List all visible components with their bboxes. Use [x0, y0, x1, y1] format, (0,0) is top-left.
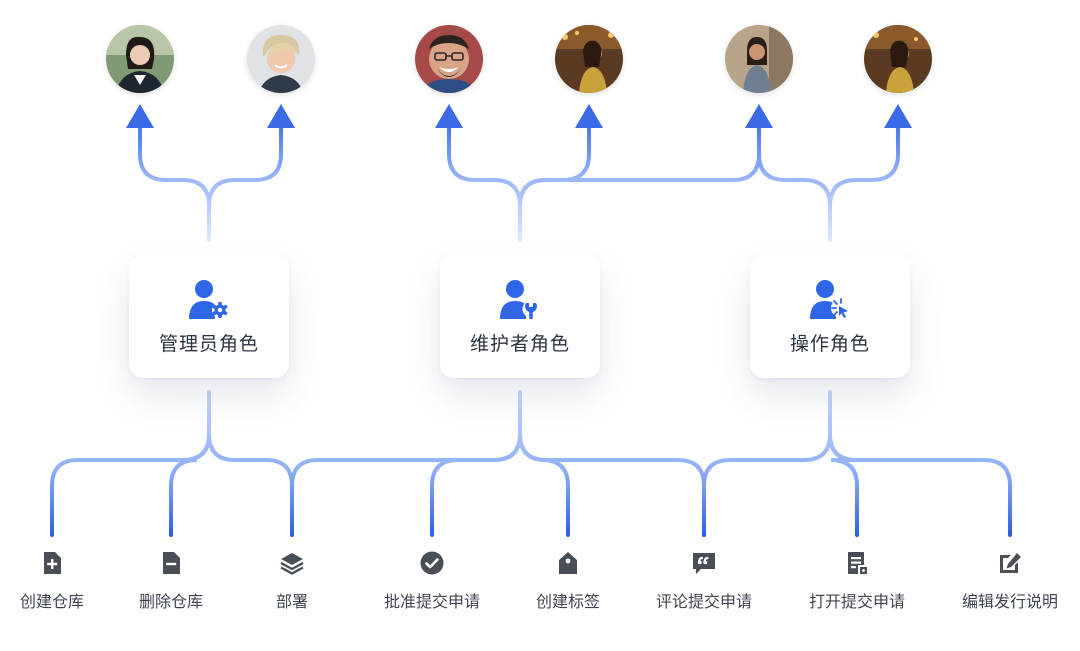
role-to-user-line — [757, 126, 832, 242]
person-photo-icon — [106, 25, 174, 93]
permission-label: 打开提交申请 — [808, 592, 905, 611]
person-photo-icon — [415, 25, 483, 93]
tag-icon — [559, 552, 577, 574]
permission-edit-release-notes: 编辑发行说明 — [950, 550, 1070, 612]
role-to-user-line — [207, 126, 283, 242]
role-label: 管理员角色 — [158, 332, 259, 355]
check-circle-icon — [420, 551, 444, 575]
permission-label: 部署 — [275, 592, 308, 611]
role-label: 维护者角色 — [469, 332, 570, 355]
arrow-up-icon — [435, 104, 463, 128]
permission-create-tag: 创建标签 — [508, 550, 628, 612]
role-to-permission-line — [828, 390, 1012, 537]
permission-deploy: 部署 — [232, 550, 352, 612]
permission-open-pr: 打开提交申请 — [797, 550, 917, 612]
role-card-maintainer: 维护者角色 — [440, 254, 600, 378]
file-minus-icon — [163, 552, 180, 574]
role-card-operator: 操作角色 — [750, 254, 910, 378]
role-label: 操作角色 — [789, 332, 870, 355]
role-to-permission-line — [430, 390, 522, 537]
file-plus-icon — [44, 552, 61, 574]
permission-label: 评论提交申请 — [655, 592, 752, 611]
document-list-icon — [848, 552, 867, 574]
edit-icon — [1000, 553, 1021, 573]
comment-quote-icon — [693, 553, 715, 574]
role-to-permission-line — [828, 390, 859, 537]
arrow-up-icon — [884, 104, 912, 128]
role-card-admin: 管理员角色 — [129, 254, 289, 378]
permission-delete-repo: 删除仓库 — [111, 550, 231, 612]
avatar — [725, 25, 793, 93]
arrow-up-icon — [575, 104, 603, 128]
role-to-user-line — [447, 126, 522, 242]
role-to-permission-line — [207, 390, 294, 537]
arrow-up-icon — [126, 104, 154, 128]
role-to-permission-line — [518, 390, 706, 537]
role-to-permission-line — [702, 390, 832, 537]
avatar — [555, 25, 623, 93]
arrow-up-icon — [267, 104, 295, 128]
avatar — [864, 25, 932, 93]
permission-comment-pr: 评论提交申请 — [644, 550, 764, 612]
avatar — [415, 25, 483, 93]
role-to-permission-line — [290, 390, 522, 537]
person-photo-icon — [864, 25, 932, 93]
arrow-up-icon — [745, 104, 773, 128]
permission-approve-pr: 批准提交申请 — [372, 550, 492, 612]
person-photo-icon — [555, 25, 623, 93]
role-to-user-line — [138, 126, 211, 242]
avatar — [247, 25, 315, 93]
user-pointer-icon — [810, 279, 849, 319]
permission-label: 删除仓库 — [138, 592, 203, 611]
permission-label: 批准提交申请 — [383, 592, 480, 611]
role-to-user-line — [518, 126, 761, 242]
permission-create-repo: 创建仓库 — [0, 550, 112, 612]
permission-label: 创建仓库 — [19, 592, 84, 611]
user-gear-icon — [189, 279, 228, 319]
permission-label: 编辑发行说明 — [961, 592, 1058, 611]
permission-label: 创建标签 — [535, 592, 600, 611]
layers-icon — [280, 553, 304, 575]
user-wrench-icon — [500, 279, 540, 319]
role-to-user-line — [828, 126, 900, 242]
person-photo-icon — [725, 25, 793, 93]
role-to-permission-line — [518, 390, 570, 537]
role-to-permission-line — [169, 390, 211, 537]
person-photo-icon — [247, 25, 315, 93]
avatar — [106, 25, 174, 93]
